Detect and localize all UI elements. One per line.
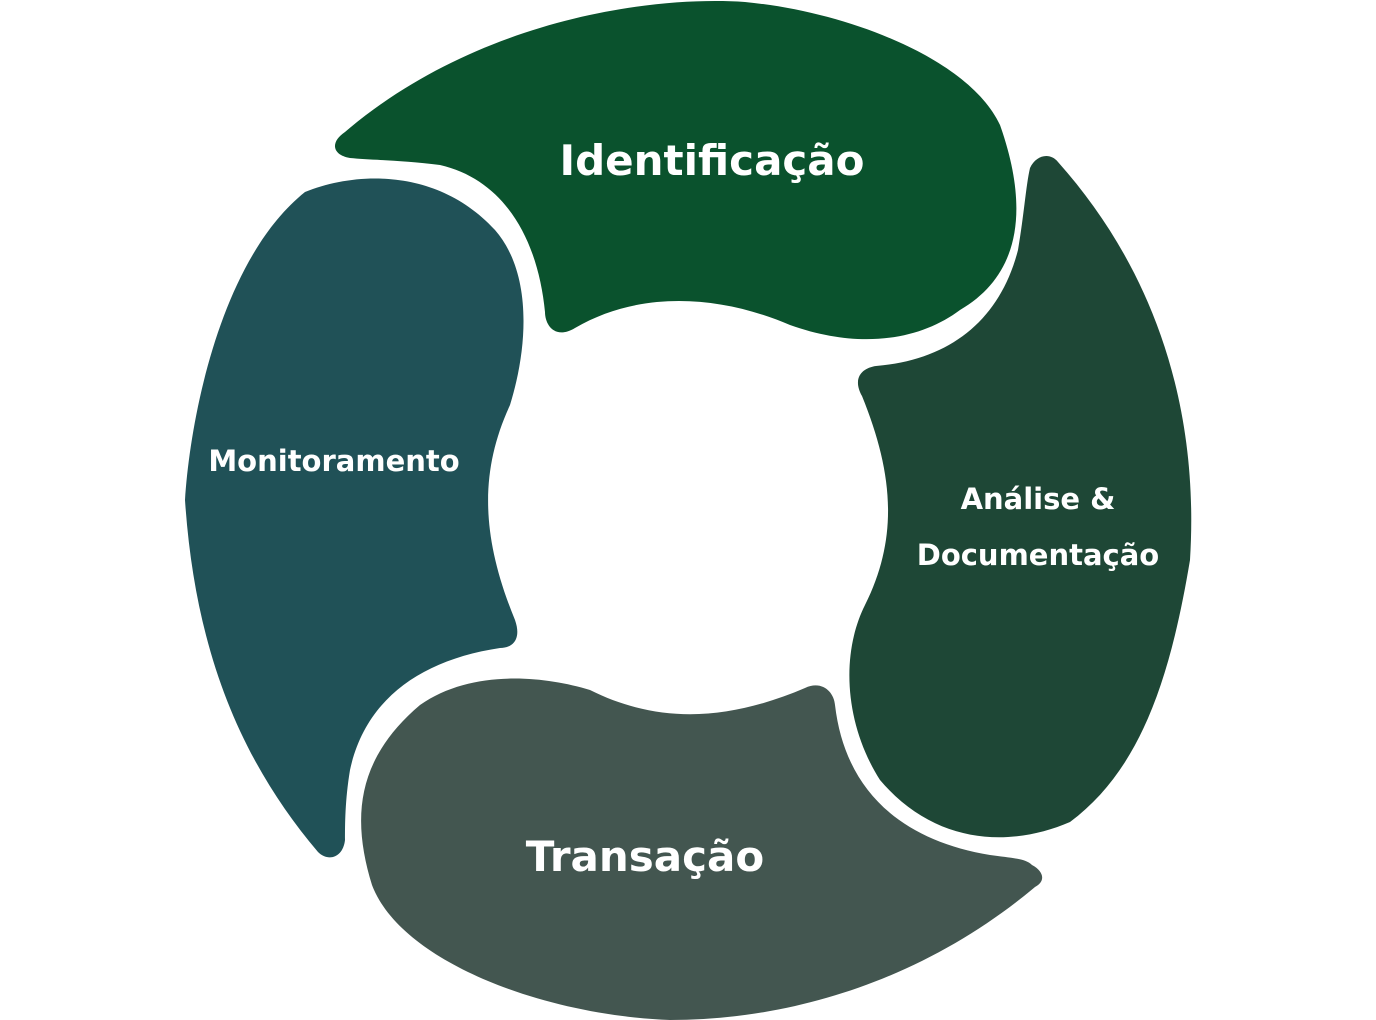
segment-monitoramento-label: Monitoramento: [208, 444, 459, 478]
segment-monitoramento-shape: [185, 178, 524, 858]
segment-identificacao: Identificação: [334, 1, 1017, 340]
segment-monitoramento: Monitoramento: [185, 178, 524, 858]
segment-analise-documentacao: Análise & Documentação: [849, 156, 1192, 838]
segment-transacao-label: Transação: [526, 832, 764, 881]
segment-identificacao-shape: [334, 1, 1017, 340]
segment-analise-label-line2: Documentação: [917, 538, 1159, 572]
segment-analise-shape: [849, 156, 1192, 838]
segment-identificacao-label: Identificação: [559, 136, 864, 185]
segment-analise-label-line1: Análise &: [961, 482, 1116, 516]
segment-transacao: Transação: [361, 678, 1043, 1020]
segment-transacao-shape: [361, 678, 1043, 1020]
